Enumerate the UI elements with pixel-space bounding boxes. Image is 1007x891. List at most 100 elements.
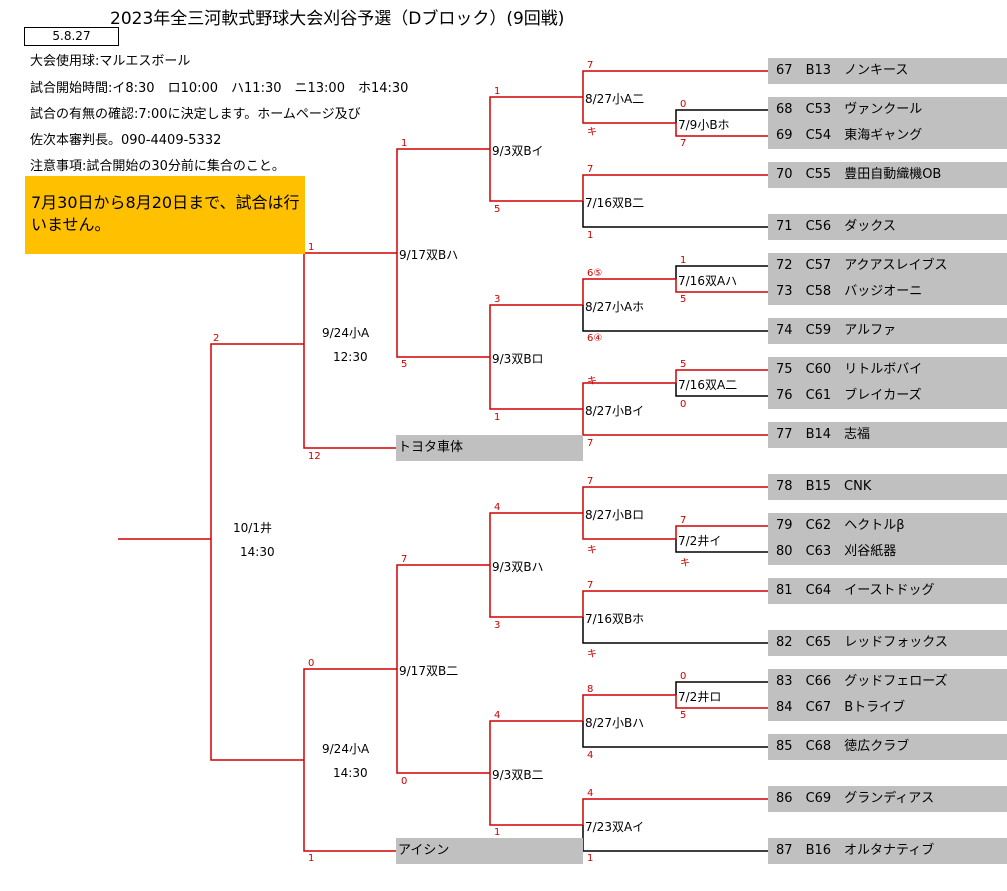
match-label: 9/17双B二 <box>399 664 459 678</box>
score: キ <box>587 376 597 387</box>
score: 5 <box>401 359 408 370</box>
score: 1 <box>680 255 687 266</box>
score: 7 <box>587 438 594 449</box>
score: キ <box>587 127 597 138</box>
seed-team-toyota-shatai: トヨタ車体 <box>396 435 583 461</box>
match-label: 9/3双B二 <box>492 768 544 782</box>
match-label: 9/24小A <box>322 742 370 756</box>
info-ball: 大会使用球:マルエスボール <box>30 54 191 69</box>
match-label: 7/16双A二 <box>678 378 738 392</box>
match-label: 7/16双B二 <box>585 196 645 210</box>
match-label: 7/2井イ <box>678 534 722 548</box>
score: 5 <box>680 710 687 721</box>
score: 7 <box>401 554 408 565</box>
score: 7 <box>587 60 594 71</box>
team-entry: 83 C66 グッドフェローズ <box>768 669 1007 695</box>
score: 8 <box>587 684 594 695</box>
score: 1 <box>587 853 594 864</box>
score: 7 <box>587 164 594 175</box>
match-label: 9/17双Bハ <box>399 248 459 262</box>
team-entry: 72 C57 アクアスレイブス <box>768 253 1007 279</box>
score: 0 <box>308 658 315 669</box>
team-entry: 69 C54 東海ギャング <box>768 123 1007 149</box>
match-label: 7/16双Bホ <box>585 612 645 626</box>
match-time: 14:30 <box>333 766 368 780</box>
team-entry: 78 B15 CNK <box>768 474 1007 500</box>
score: 0 <box>401 776 408 787</box>
date-box: 5.8.27 <box>24 27 119 46</box>
match-label: 7/23双Aイ <box>585 820 645 834</box>
score: 5 <box>680 359 687 370</box>
score: 4 <box>587 750 594 761</box>
score: 1 <box>494 412 501 423</box>
match-label: 8/27小Bハ <box>585 716 645 730</box>
match-label: 8/27小Bロ <box>585 508 645 522</box>
score: 7 <box>587 580 594 591</box>
score: 6⑤ <box>587 268 603 279</box>
team-entry: 68 C53 ヴァンクール <box>768 97 1007 123</box>
team-entry: 79 C62 ヘクトルβ <box>768 513 1007 539</box>
match-label: 9/3双Bイ <box>492 144 544 158</box>
team-entry: 76 C61 ブレイカーズ <box>768 383 1007 409</box>
score: 1 <box>494 86 501 97</box>
team-entry: 85 C68 徳広クラブ <box>768 734 1007 760</box>
final-match-time: 14:30 <box>240 545 275 559</box>
score: 7 <box>680 138 687 149</box>
score: 3 <box>494 620 501 631</box>
info-notes: 注意事項:試合開始の30分前に集合のこと。 <box>30 159 285 174</box>
score: 0 <box>680 399 687 410</box>
team-entry: 80 C63 刈谷紙器 <box>768 539 1007 565</box>
team-entry: 81 C64 イーストドッグ <box>768 578 1007 604</box>
score: 0 <box>680 671 687 682</box>
team-entry: 71 C56 ダックス <box>768 214 1007 240</box>
score: 3 <box>494 294 501 305</box>
info-contact: 佐次本審判長。090-4409-5332 <box>30 133 222 148</box>
match-label: 7/16双Aハ <box>678 274 738 288</box>
score: 1 <box>401 138 408 149</box>
score: 6④ <box>587 333 603 344</box>
score: 1 <box>308 242 315 253</box>
notice-box: 7月30日から8月20日まで、試合は行いません。 <box>25 176 305 254</box>
score: キ <box>680 558 690 569</box>
score: 1 <box>587 230 594 241</box>
match-label: 8/27小Bイ <box>585 404 645 418</box>
score: 5 <box>494 204 501 215</box>
match-label: 8/27小A二 <box>585 92 645 106</box>
score: 1 <box>308 853 315 864</box>
score: 12 <box>308 451 321 462</box>
team-entry: 73 C58 バッジオーニ <box>768 279 1007 305</box>
team-entry: 70 C55 豊田自動織機OB <box>768 162 1007 188</box>
score: 4 <box>494 502 501 513</box>
team-entry: 87 B16 オルタナティブ <box>768 838 1007 864</box>
match-label: 8/27小Aホ <box>585 300 645 314</box>
team-entry: 75 C60 リトルボバイ <box>768 357 1007 383</box>
team-entry: 74 C59 アルファ <box>768 318 1007 344</box>
seed-team-aisin: アイシン <box>396 838 583 864</box>
match-label: 7/2井ロ <box>678 690 722 704</box>
score: 7 <box>587 476 594 487</box>
info-start-times: 試合開始時間:イ8:30 ロ10:00 ハ11:30 ニ13:00 ホ14:30 <box>30 81 409 96</box>
score: 4 <box>587 788 594 799</box>
score: キ <box>587 649 597 660</box>
match-time: 12:30 <box>333 350 368 364</box>
score: 0 <box>680 99 687 110</box>
match-label: 9/3双Bロ <box>492 352 544 366</box>
team-entry: 86 C69 グランディアス <box>768 786 1007 812</box>
score: 2 <box>213 333 220 344</box>
score: 7 <box>680 515 687 526</box>
match-label: 9/24小A <box>322 326 370 340</box>
score: 5 <box>680 294 687 305</box>
team-entry: 82 C65 レッドフォックス <box>768 630 1007 656</box>
page-title: 2023年全三河軟式野球大会刈谷予選（Dブロック）(9回戦) <box>110 9 565 29</box>
score: キ <box>587 545 597 556</box>
final-match-label: 10/1井 <box>233 521 272 535</box>
info-confirmation: 試合の有無の確認:7:00に決定します。ホームページ及び <box>30 107 361 122</box>
team-entry: 84 C67 Bトライブ <box>768 695 1007 721</box>
score: 1 <box>494 827 501 838</box>
match-label: 7/9小Bホ <box>678 118 730 132</box>
team-entry: 77 B14 志福 <box>768 422 1007 448</box>
team-entry: 67 B13 ノンキース <box>768 58 1007 84</box>
match-label: 9/3双Bハ <box>492 560 544 574</box>
score: 4 <box>494 710 501 721</box>
